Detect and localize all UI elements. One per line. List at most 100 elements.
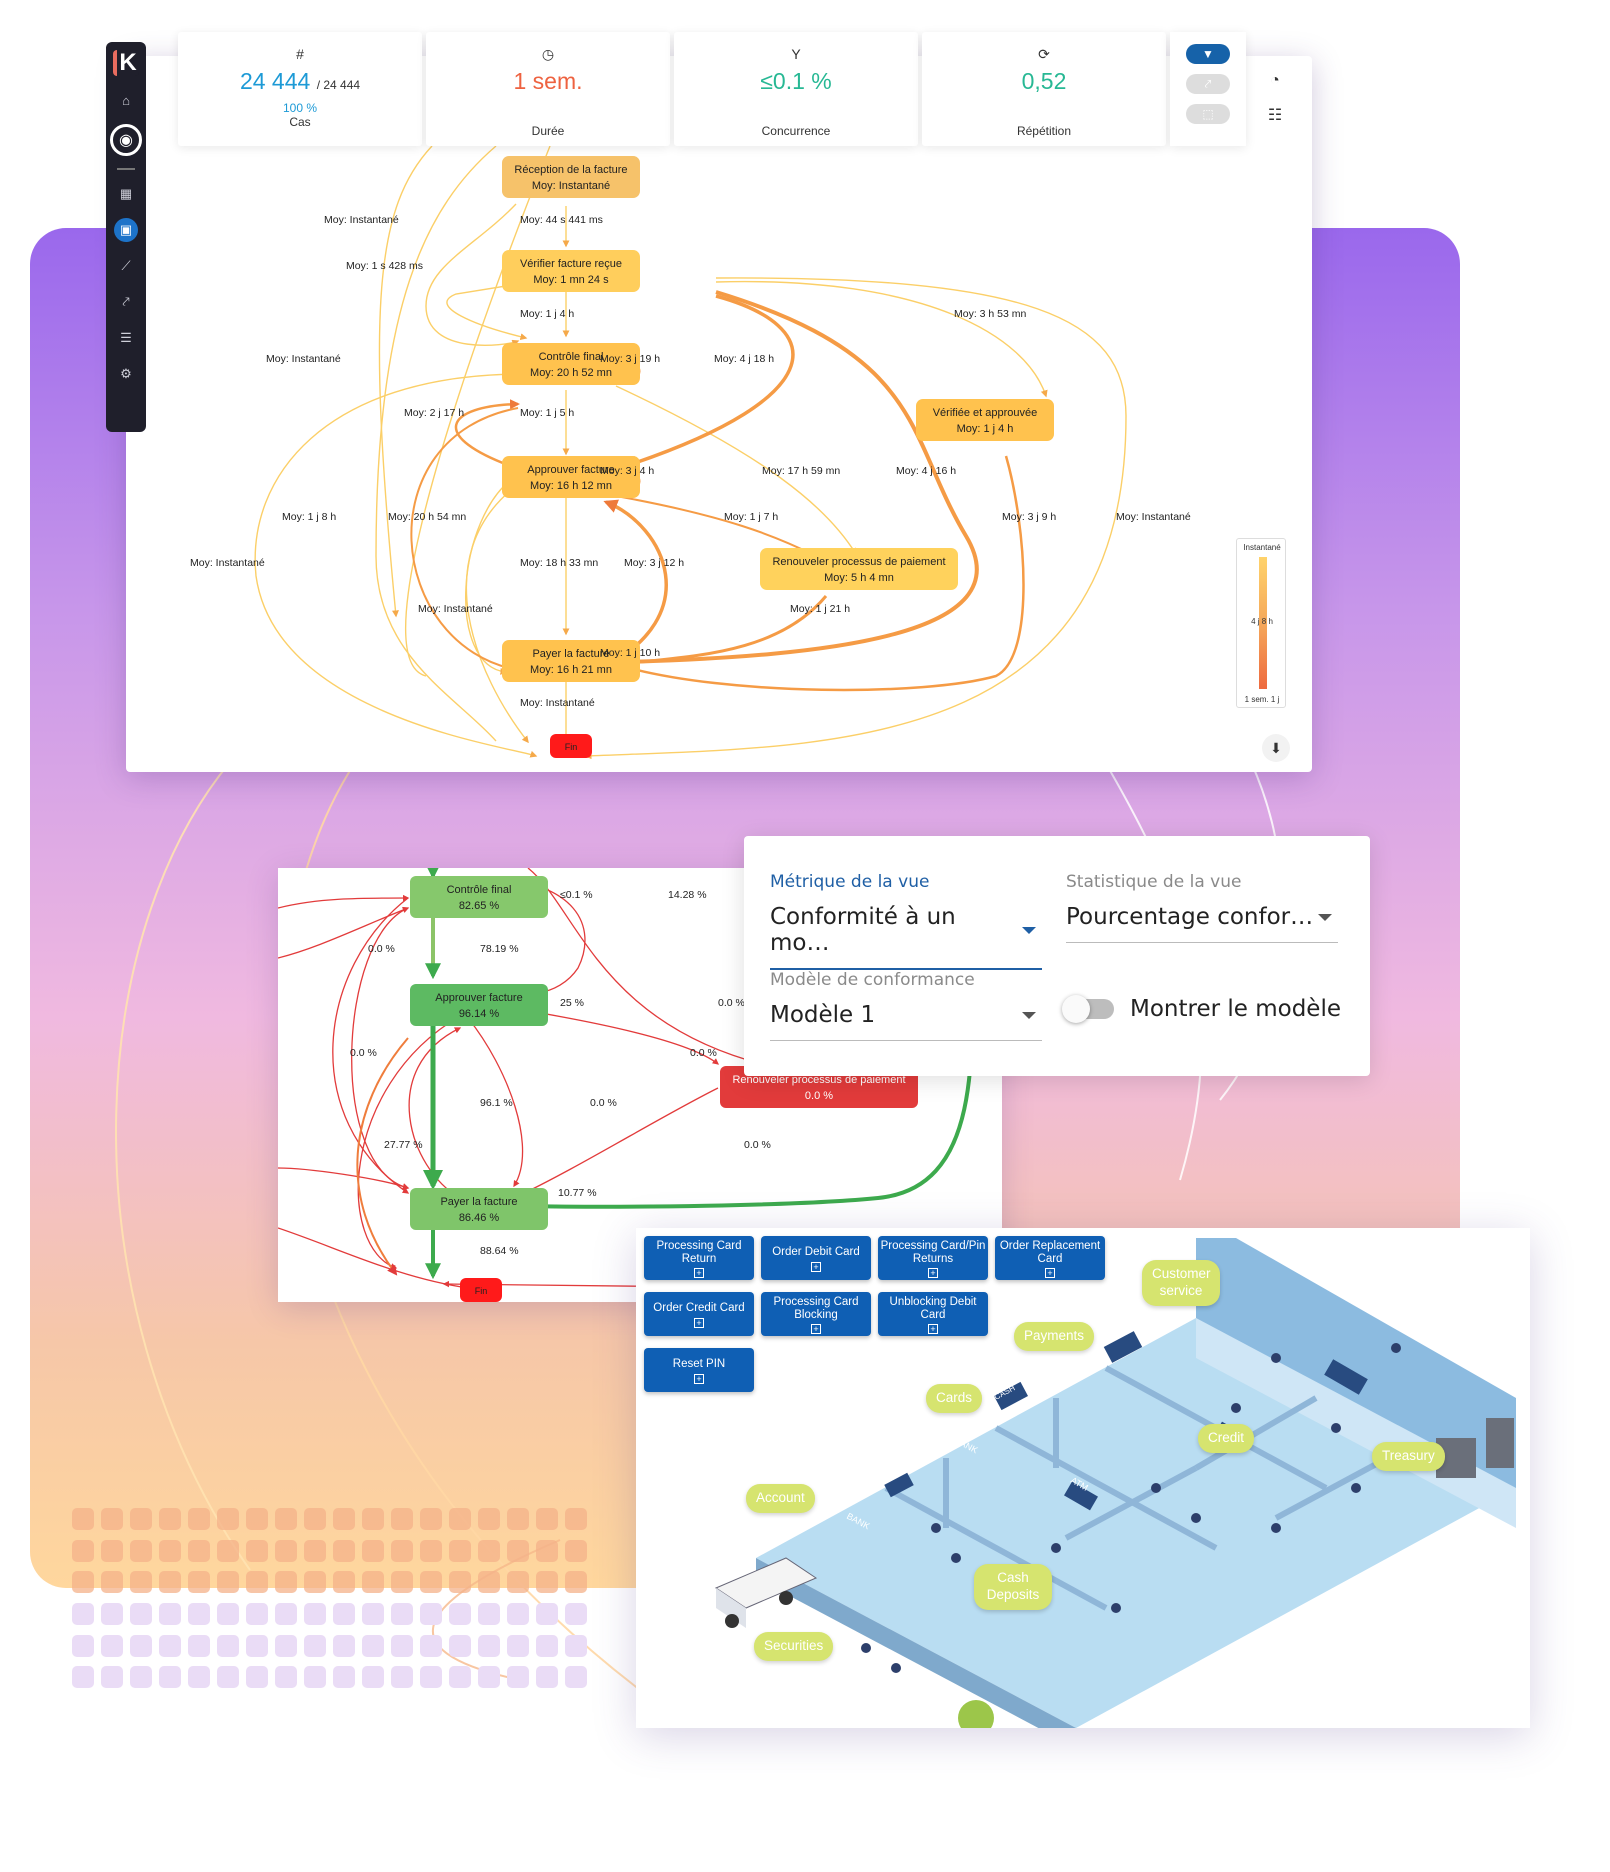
stat-value-row[interactable]: Pourcentage confor… xyxy=(1066,904,1338,943)
dept-securities[interactable]: Securities xyxy=(754,1632,834,1661)
pm-node-fin[interactable]: Fin xyxy=(550,734,592,758)
cm-edge-label: 14.28 % xyxy=(668,889,707,901)
decorative-dot xyxy=(333,1634,355,1657)
app-logo[interactable]: K xyxy=(113,49,139,76)
dept-treasury[interactable]: Treasury xyxy=(1372,1442,1445,1471)
decorative-dot xyxy=(130,1602,152,1625)
chevron-down-icon xyxy=(1022,926,1036,934)
button-label: Unblocking Debit Card xyxy=(889,1295,977,1321)
processing-card-return-button[interactable]: Processing Card Return+ xyxy=(644,1236,754,1280)
pm-node-reception[interactable]: Réception de la facture Moy: Instantané xyxy=(502,156,640,198)
order-debit-card-button[interactable]: Order Debit Card+ xyxy=(761,1236,871,1280)
filter-icon[interactable]: ▼ xyxy=(1186,44,1230,64)
legend-bottom-label: 1 sem. 1 j xyxy=(1244,695,1280,704)
pm-node-controle[interactable]: Contrôle final Moy: 20 h 52 mn xyxy=(502,343,640,385)
decorative-dot xyxy=(101,1666,123,1689)
pm-node-verifier-name: Vérifier facture reçue xyxy=(520,258,622,270)
plus-icon: + xyxy=(928,1324,938,1335)
variant-filter-icon[interactable]: ⤤ xyxy=(1186,74,1230,94)
sliders-icon[interactable]: ☷ xyxy=(1267,107,1283,124)
selection-filter-icon[interactable]: ⬚ xyxy=(1186,104,1230,124)
processing-card-blocking-button[interactable]: Processing Card Blocking+ xyxy=(761,1292,871,1336)
dashboard-icon[interactable]: ▦ xyxy=(119,186,133,201)
settings-icon[interactable]: ⚙ xyxy=(120,366,132,381)
model-value-row[interactable]: Modèle 1 xyxy=(770,1002,1042,1041)
kpi-row: # 24 444 / 24 444 100 % Cas ◷ 1 sem. Dur… xyxy=(178,32,1246,146)
pm-edge-label: Moy: Instantané xyxy=(190,557,265,569)
pm-node-fin-name: Fin xyxy=(565,742,578,752)
decorative-dot xyxy=(275,1508,297,1530)
decorative-dot xyxy=(304,1666,326,1689)
decorative-dot xyxy=(101,1571,123,1594)
cm-node-fin[interactable]: Fin xyxy=(460,1278,502,1302)
pm-node-verifiee[interactable]: Vérifiée et approuvée Moy: 1 j 4 h xyxy=(916,399,1054,441)
dept-account[interactable]: Account xyxy=(746,1484,815,1513)
metric-select[interactable]: Métrique de la vue Conformité à un mo… xyxy=(770,872,1042,970)
model-select[interactable]: Modèle de conformance Modèle 1 xyxy=(770,970,1042,1041)
decorative-dot xyxy=(391,1666,413,1689)
unblocking-debit-card-button[interactable]: Unblocking Debit Card + xyxy=(878,1292,988,1336)
decorative-dot xyxy=(217,1666,239,1689)
metric-value-row[interactable]: Conformité à un mo… xyxy=(770,904,1042,970)
pm-node-verifier[interactable]: Vérifier facture reçue Moy: 1 mn 24 s xyxy=(502,250,640,292)
decorative-dot xyxy=(565,1571,587,1594)
button-label: Order Replacement Card xyxy=(999,1239,1101,1265)
pm-edge-label: Moy: 4 j 16 h xyxy=(896,465,956,477)
cm-node-controle-stat: 82.65 % xyxy=(459,900,500,912)
show-model-toggle[interactable] xyxy=(1062,995,1114,1023)
cm-node-approuver[interactable]: Approuver facture 96.14 % xyxy=(410,984,548,1026)
decorative-dot xyxy=(391,1634,413,1657)
process-map-icon[interactable]: ▣ xyxy=(114,218,138,242)
decorative-dot xyxy=(362,1666,384,1689)
dept-payments[interactable]: Payments xyxy=(1014,1322,1095,1351)
dept-customer-service[interactable]: Customer service xyxy=(1142,1260,1220,1306)
kpi-repetition[interactable]: ⟳ 0,52 Répétition xyxy=(922,32,1166,146)
list-icon[interactable]: ☰ xyxy=(120,330,132,345)
pm-node-approuver[interactable]: Approuver facture Moy: 16 h 12 mn xyxy=(502,456,640,498)
analytics-icon[interactable]: ⤤ xyxy=(122,294,130,309)
download-icon[interactable]: ⬇ xyxy=(1262,734,1290,762)
order-credit-card-button[interactable]: Order Credit Card+ xyxy=(644,1292,754,1336)
decorative-dot xyxy=(130,1508,152,1530)
cm-node-controle[interactable]: Contrôle final 82.65 % xyxy=(410,876,548,918)
sidebar-divider xyxy=(117,168,135,170)
pm-node-payer[interactable]: Payer la facture Moy: 16 h 21 mn xyxy=(502,640,640,682)
pm-node-renouveler[interactable]: Renouveler processus de paiement Moy: 5 … xyxy=(760,548,958,590)
order-replacement-card-button[interactable]: Order Replacement Card+ xyxy=(995,1236,1105,1280)
processing-card-pin-returns-button[interactable]: Processing Card/Pin Returns+ xyxy=(878,1236,988,1280)
cm-node-payer[interactable]: Payer la facture 86.46 % xyxy=(410,1188,548,1230)
dept-cash-deposits[interactable]: Cash Deposits xyxy=(974,1564,1052,1610)
kpi-concurrency-label: Concurrence xyxy=(761,124,831,138)
pm-edge-label: Moy: Instantané xyxy=(1116,511,1191,523)
decorative-dot xyxy=(362,1571,384,1594)
stat-select[interactable]: Statistique de la vue Pourcentage confor… xyxy=(1066,872,1338,943)
trend-icon[interactable]: ⟋ xyxy=(121,258,131,273)
decorative-dot xyxy=(246,1571,268,1594)
pm-node-verifiee-name: Vérifiée et approuvée xyxy=(933,407,1038,419)
decorative-dot xyxy=(304,1539,326,1562)
legend-gradient xyxy=(1259,557,1267,689)
decorative-dot xyxy=(275,1571,297,1594)
dept-cards[interactable]: Cards xyxy=(926,1384,983,1413)
cm-node-renouveler[interactable]: Renouveler processus de paiement 0.0 % xyxy=(720,1066,918,1108)
plus-icon: + xyxy=(694,1268,704,1279)
speedometer-icon[interactable]: ◔ xyxy=(1270,72,1280,89)
button-label: Reset PIN xyxy=(672,1358,726,1371)
pm-node-approuver-stat: Moy: 16 h 12 mn xyxy=(530,480,612,492)
decorative-dot xyxy=(449,1539,471,1562)
decorative-dot xyxy=(188,1571,210,1594)
tag-icon[interactable]: ⌂ xyxy=(122,92,130,108)
dept-credit[interactable]: Credit xyxy=(1198,1424,1255,1453)
decorative-dot xyxy=(304,1508,326,1530)
decorative-dot xyxy=(333,1571,355,1594)
chevron-down-icon xyxy=(1318,913,1332,921)
reset-pin-button[interactable]: Reset PIN+ xyxy=(644,1348,754,1392)
kpi-repetition-value: 0,52 xyxy=(1021,68,1067,94)
pm-node-controle-stat: Moy: 20 h 52 mn xyxy=(530,367,612,379)
kpi-concurrency[interactable]: Y ≤0.1 % Concurrence xyxy=(674,32,918,146)
decorative-dot xyxy=(478,1571,500,1594)
cm-edge-label: 0.0 % xyxy=(718,997,745,1009)
user-circle-icon[interactable]: ◉ xyxy=(110,124,142,156)
kpi-duration[interactable]: ◷ 1 sem. Durée xyxy=(426,32,670,146)
kpi-cases[interactable]: # 24 444 / 24 444 100 % Cas xyxy=(178,32,422,146)
